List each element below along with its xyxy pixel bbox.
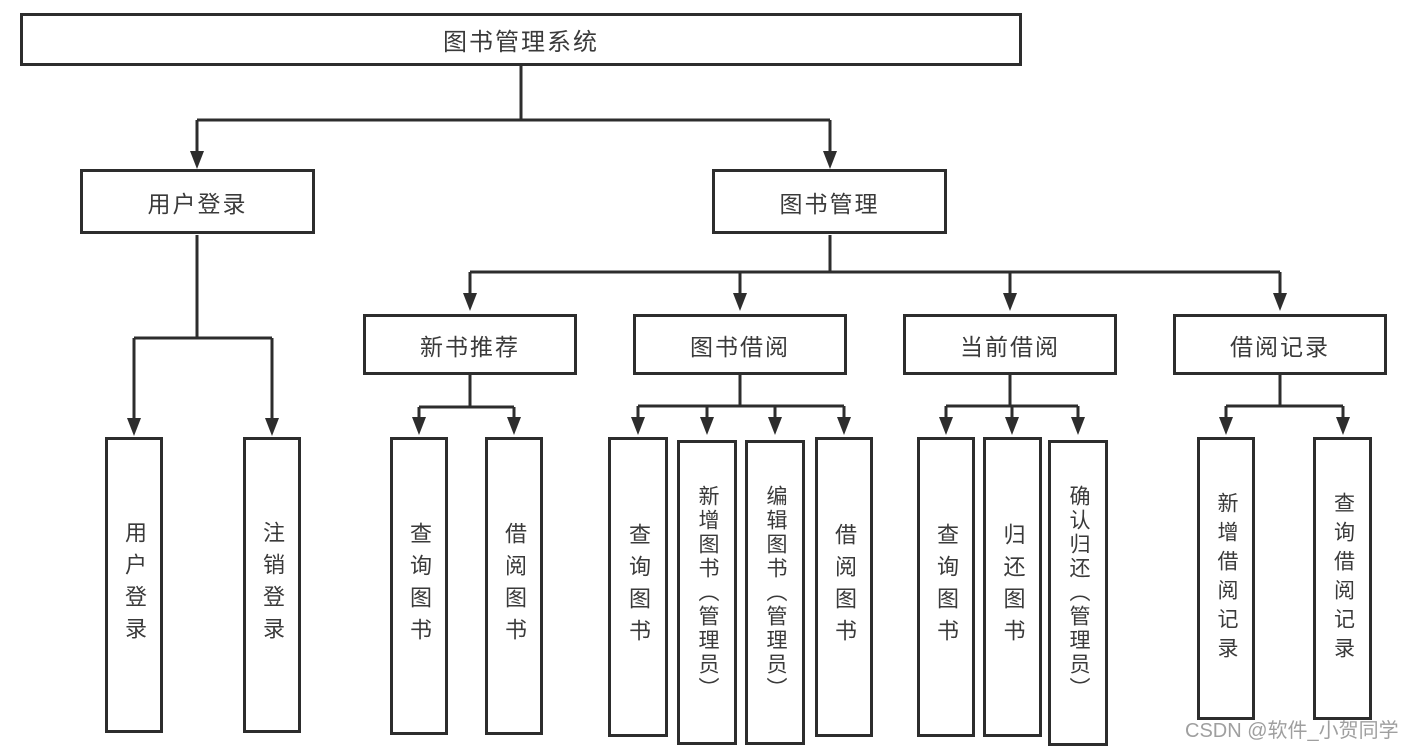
node-library-management-system: 图书管理系统 [20, 13, 1022, 66]
arrow-down-icon [507, 417, 521, 435]
node-book-borrow: 图书借阅 [633, 314, 847, 375]
arrow-down-icon [768, 417, 782, 435]
arrow-down-icon [837, 417, 851, 435]
leaf-query-books: 查询图书 [917, 437, 975, 737]
arrow-down-icon [733, 293, 747, 311]
arrow-down-icon [463, 293, 477, 311]
leaf-query-books: 查询图书 [608, 437, 668, 737]
leaf-edit-books-admin: 编辑图书（管理员） [745, 440, 805, 745]
connector-borrowrecord-to-leaves [1219, 375, 1350, 435]
leaf-logout: 注销登录 [243, 437, 301, 733]
arrow-down-icon [1071, 417, 1085, 435]
leaf-add-books-admin: 新增图书（管理员） [677, 440, 737, 745]
connector-userlogin-to-leaves [127, 235, 279, 436]
connector-currentborrow-to-leaves [939, 375, 1085, 435]
leaf-query-borrow-record: 查询借阅记录 [1313, 437, 1372, 720]
arrow-down-icon [1003, 293, 1017, 311]
arrow-down-icon [412, 417, 426, 435]
leaf-add-borrow-record: 新增借阅记录 [1197, 437, 1255, 720]
leaf-user-login: 用户登录 [105, 437, 163, 733]
arrow-down-icon [1336, 417, 1350, 435]
leaf-confirm-return-admin: 确认归还（管理员） [1048, 440, 1108, 746]
arrow-down-icon [1219, 417, 1233, 435]
arrow-down-icon [190, 151, 204, 169]
arrow-down-icon [127, 418, 141, 436]
arrow-down-icon [700, 417, 714, 435]
connector-bookborrow-to-leaves [631, 375, 851, 435]
connector-root-to-level2 [190, 66, 837, 169]
arrow-down-icon [939, 417, 953, 435]
connector-bookmgmt-to-level3 [463, 235, 1287, 311]
leaf-borrow-books: 借阅图书 [815, 437, 873, 737]
arrow-down-icon [265, 418, 279, 436]
connector-newbook-to-leaves [412, 375, 521, 435]
arrow-down-icon [1005, 417, 1019, 435]
arrow-down-icon [1273, 293, 1287, 311]
leaf-return-books: 归还图书 [983, 437, 1042, 737]
node-new-book-recommend: 新书推荐 [363, 314, 577, 375]
node-borrow-record: 借阅记录 [1173, 314, 1387, 375]
arrow-down-icon [823, 151, 837, 169]
node-book-management: 图书管理 [712, 169, 947, 234]
leaf-query-books: 查询图书 [390, 437, 448, 735]
node-user-login: 用户登录 [80, 169, 315, 234]
arrow-down-icon [631, 417, 645, 435]
csdn-watermark: CSDN @软件_小贺同学 [1185, 720, 1399, 742]
node-current-borrow: 当前借阅 [903, 314, 1117, 375]
leaf-borrow-books: 借阅图书 [485, 437, 543, 735]
